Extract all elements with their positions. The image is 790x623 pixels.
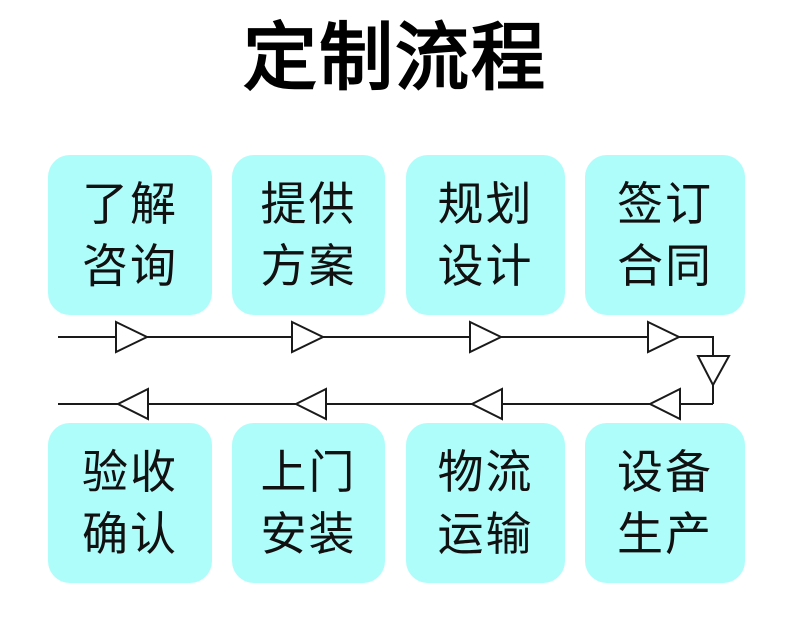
step-box-equipment-production[interactable]: 设备 生产 <box>585 423 745 583</box>
step-label-line2: 安装 <box>260 507 357 561</box>
step-box-provide-plan[interactable]: 提供 方案 <box>232 155 385 315</box>
step-label-line1: 验收 <box>82 445 178 499</box>
step-label-line2: 咨询 <box>82 239 178 293</box>
arrow-head-left-4 <box>650 389 680 419</box>
arrow-head-left-3 <box>472 389 502 419</box>
step-box-sign-contract[interactable]: 签订 合同 <box>585 155 745 315</box>
step-label-line2: 方案 <box>260 239 357 293</box>
step-box-plan-design[interactable]: 规划 设计 <box>406 155 565 315</box>
connector-top-rail <box>58 337 713 404</box>
page-title: 定制流程 <box>243 15 547 101</box>
step-label-line1: 了解 <box>82 177 178 231</box>
arrow-head-right-3 <box>470 322 501 352</box>
arrow-head-right-1 <box>116 322 147 352</box>
arrow-head-down-1 <box>698 356 729 385</box>
arrow-head-left-2 <box>296 389 326 419</box>
arrow-head-right-2 <box>292 322 323 352</box>
step-label-line2: 生产 <box>617 507 713 561</box>
step-label-line1: 规划 <box>437 177 534 231</box>
step-box-acceptance-confirm[interactable]: 验收 确认 <box>48 423 212 583</box>
step-label-line1: 设备 <box>617 445 713 499</box>
step-label-line2: 运输 <box>437 507 534 561</box>
step-label-line2: 合同 <box>617 239 713 293</box>
arrow-head-right-4 <box>648 322 679 352</box>
step-label-line1: 签订 <box>617 177 713 231</box>
step-label-line2: 确认 <box>82 507 178 561</box>
arrow-head-left-1 <box>118 389 148 419</box>
step-label-line1: 提供 <box>260 177 357 231</box>
step-label-line2: 设计 <box>437 239 534 293</box>
step-box-understand-consult[interactable]: 了解 咨询 <box>48 155 212 315</box>
step-label-line1: 物流 <box>437 445 534 499</box>
step-box-onsite-install[interactable]: 上门 安装 <box>232 423 385 583</box>
step-box-logistics-transport[interactable]: 物流 运输 <box>406 423 565 583</box>
step-label-line1: 上门 <box>260 445 357 499</box>
